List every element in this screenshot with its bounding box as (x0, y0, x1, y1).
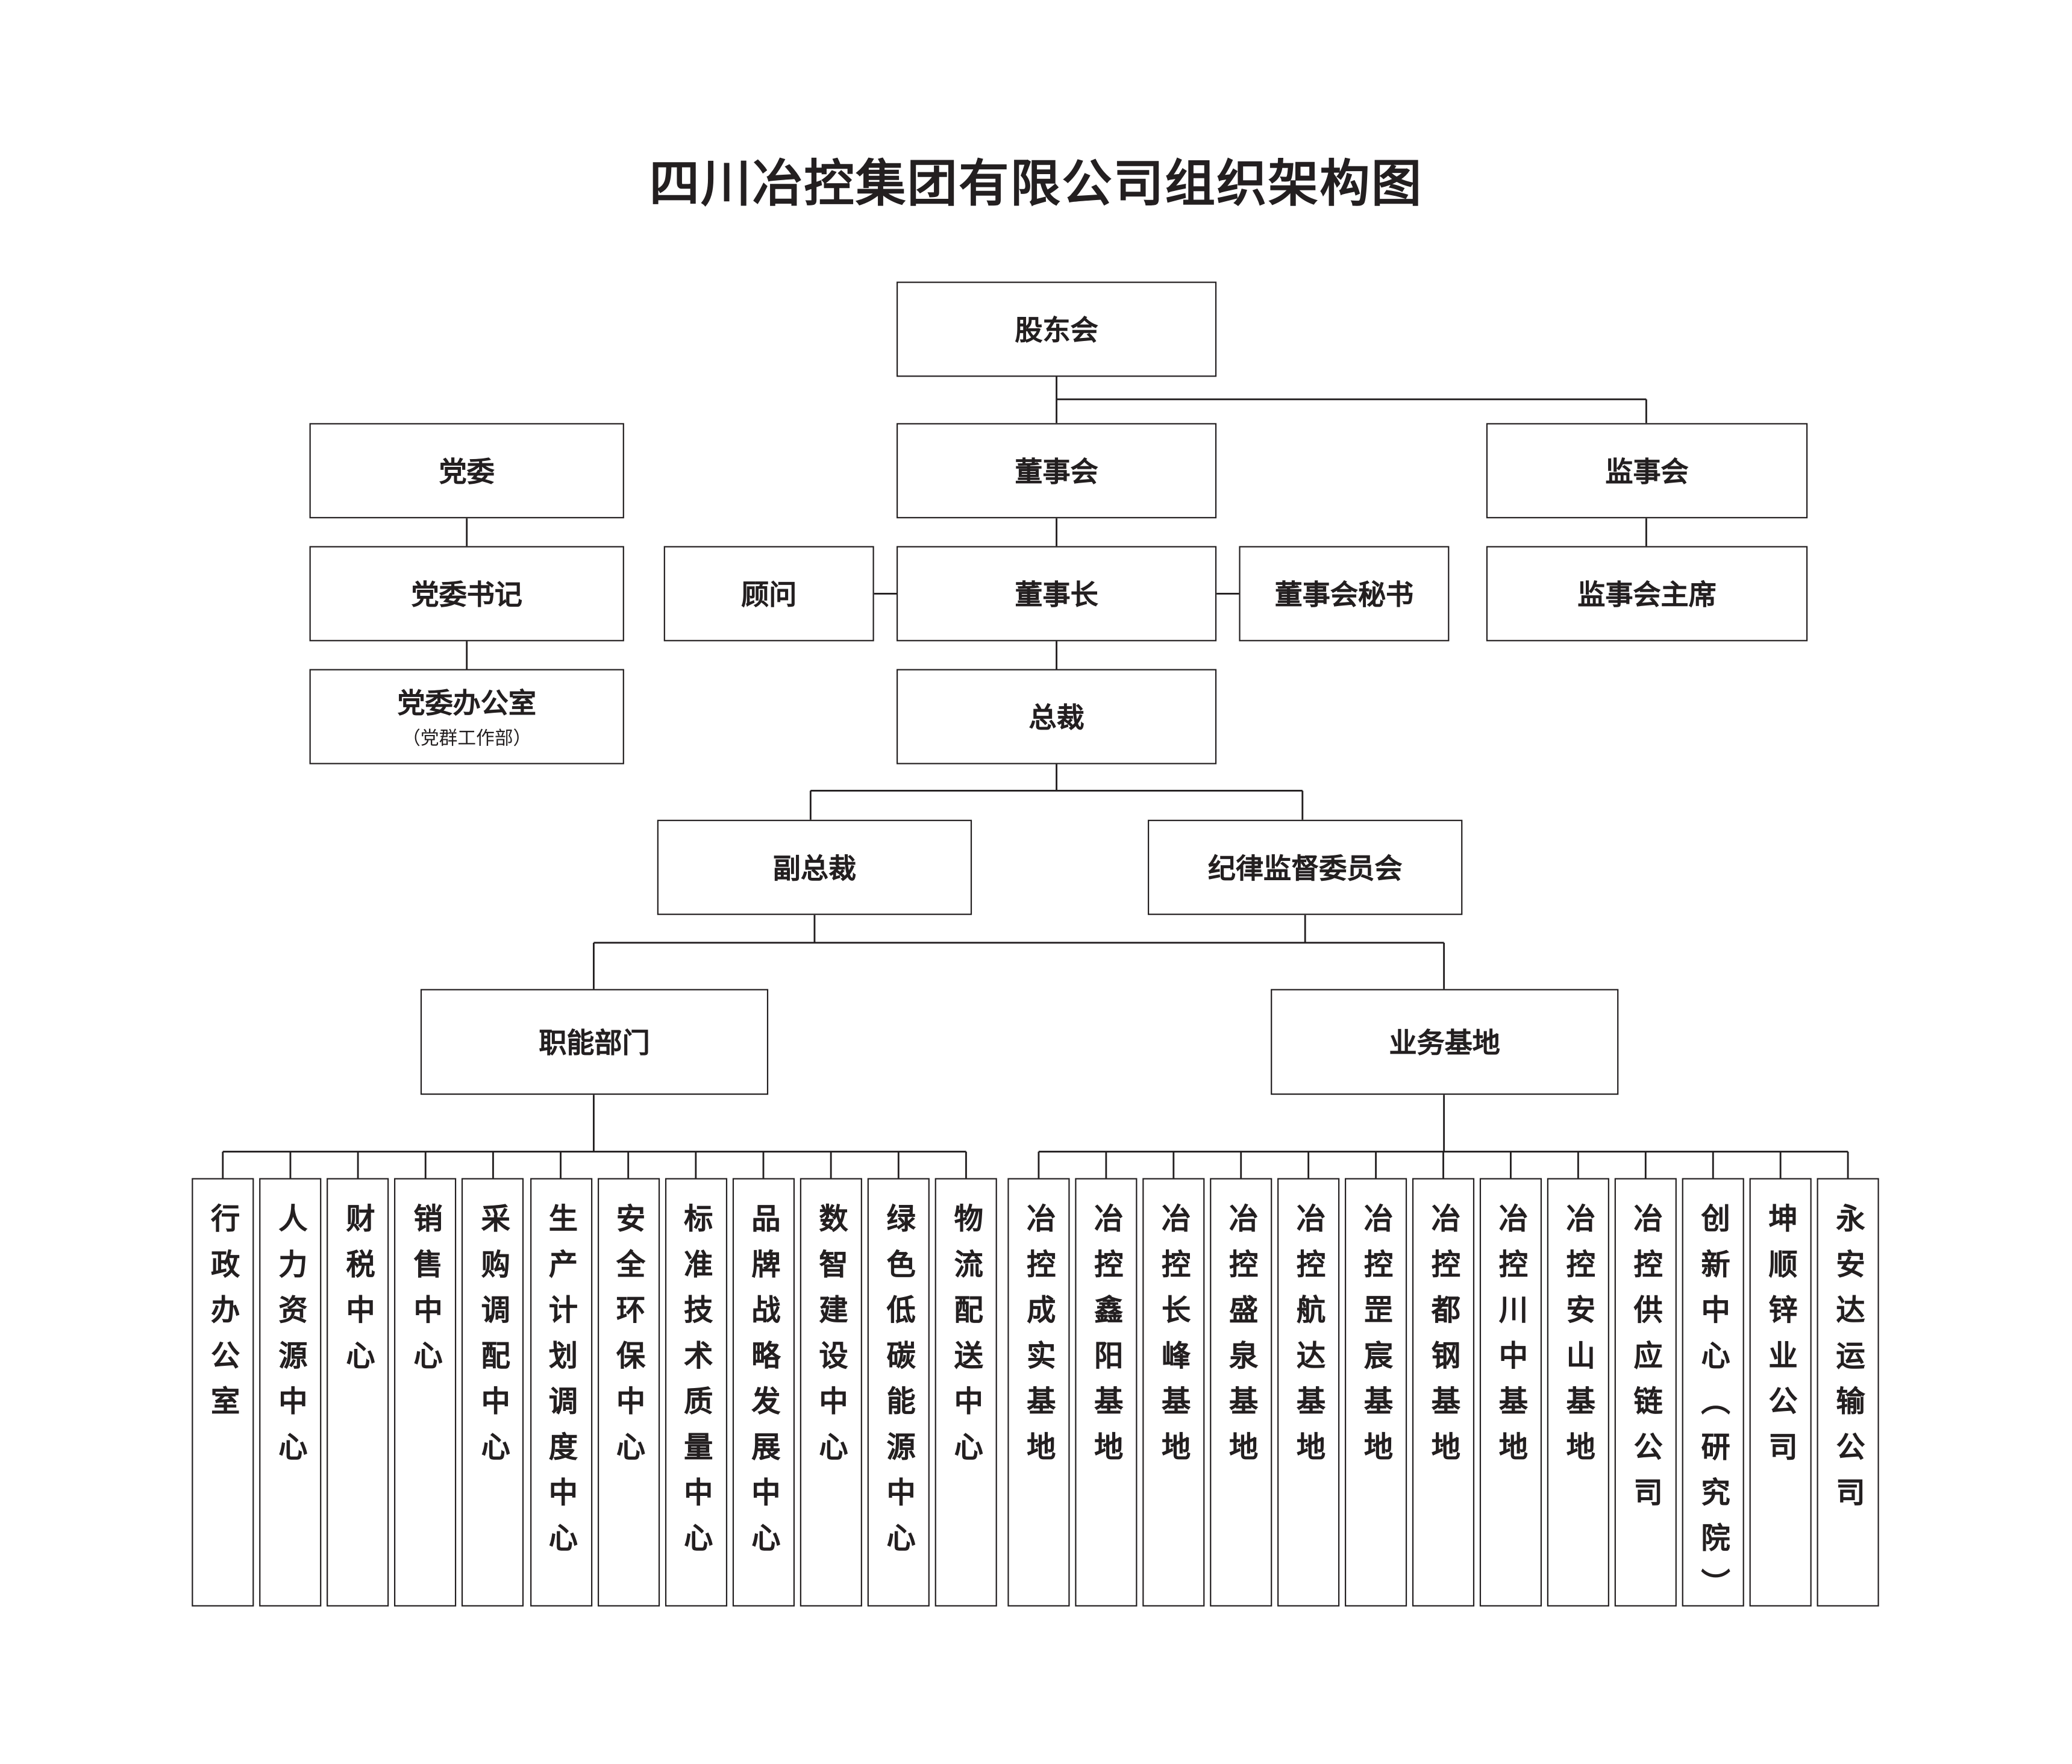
node-label: 董事会秘书 (1274, 578, 1414, 611)
functional-unit-box: 财税中心 (327, 1178, 389, 1607)
node-label: 总裁 (1028, 701, 1085, 734)
node-label: 董事长 (1015, 578, 1098, 611)
unit-label: 冶控罡宸基地 (1359, 1203, 1394, 1477)
node-sublabel: （党群工作部） (402, 728, 532, 750)
business-unit-box: 冶控盛泉基地 (1210, 1178, 1272, 1607)
unit-label: 冶控都钢基地 (1426, 1203, 1461, 1477)
business-unit-box: 冶控成实基地 (1007, 1178, 1070, 1607)
functional-unit-box: 标准技术质量中心 (665, 1178, 727, 1607)
business-unit-box: 冶控鑫阳基地 (1075, 1178, 1138, 1607)
node-party-committee: 党委 (309, 423, 624, 519)
functional-unit-box: 绿色低碳能源中心 (867, 1178, 930, 1607)
unit-label: 财税中心 (340, 1203, 375, 1386)
unit-label: 永安达运输公司 (1830, 1203, 1865, 1523)
unit-label: 冶控航达基地 (1291, 1203, 1326, 1477)
business-unit-box: 坤顺锌业公司 (1749, 1178, 1812, 1607)
node-label: 股东会 (1015, 313, 1098, 347)
functional-unit-box: 行政办公室 (192, 1178, 254, 1607)
business-unit-box: 冶控航达基地 (1277, 1178, 1340, 1607)
node-chairman: 董事长 (897, 546, 1217, 642)
functional-unit-box: 安全环保中心 (597, 1178, 660, 1607)
unit-label: 绿色低碳能源中心 (881, 1203, 916, 1568)
page-title: 四川冶控集团有限公司组织架构图 (649, 153, 1423, 213)
unit-label: 人力资源中心 (273, 1203, 308, 1477)
node-label: 监事会主席 (1577, 578, 1717, 611)
unit-label: 坤顺锌业公司 (1763, 1203, 1798, 1477)
node-discipline-committee: 纪律监督委员会 (1147, 819, 1463, 915)
node-supervisory-chairman: 监事会主席 (1486, 546, 1808, 642)
node-label: 董事会 (1015, 454, 1098, 488)
unit-label: 采购调配中心 (475, 1203, 510, 1477)
functional-unit-box: 数智建设中心 (800, 1178, 862, 1607)
node-label: 党委书记 (411, 578, 522, 611)
node-label: 党委 (439, 454, 495, 488)
functional-unit-box: 物流配送中心 (934, 1178, 998, 1607)
unit-label: 数智建设中心 (813, 1203, 848, 1477)
unit-label: 安全环保中心 (611, 1203, 646, 1477)
node-president: 总裁 (897, 669, 1217, 765)
unit-label: 冶控长峰基地 (1156, 1203, 1191, 1477)
business-unit-box: 永安达运输公司 (1817, 1178, 1879, 1607)
node-vice-president: 副总裁 (657, 819, 972, 915)
business-unit-box: 冶控罡宸基地 (1345, 1178, 1407, 1607)
node-supervisory-board: 监事会 (1486, 423, 1808, 519)
unit-label: 销售中心 (408, 1203, 443, 1386)
node-functional-depts: 职能部门 (420, 989, 769, 1095)
functional-unit-box: 销售中心 (394, 1178, 457, 1607)
business-unit-box: 冶控安山基地 (1547, 1178, 1609, 1607)
unit-label: 冶控安山基地 (1560, 1203, 1595, 1477)
unit-label: 冶控成实基地 (1021, 1203, 1056, 1477)
business-unit-box: 创新中心（研究院） (1682, 1178, 1744, 1614)
node-party-office: 党委办公室 （党群工作部） (309, 669, 624, 765)
node-party-secretary: 党委书记 (309, 546, 624, 642)
functional-unit-box: 生产计划调度中心 (529, 1178, 592, 1607)
node-board-secretary: 董事会秘书 (1239, 546, 1450, 642)
node-advisor: 顾问 (663, 546, 874, 642)
unit-label: 冶控川中基地 (1493, 1203, 1528, 1477)
unit-label: 生产计划调度中心 (543, 1203, 578, 1568)
node-label: 副总裁 (772, 851, 857, 885)
node-label: 顾问 (741, 578, 797, 611)
functional-unit-box: 采购调配中心 (462, 1178, 524, 1607)
business-unit-box: 冶控供应链公司 (1614, 1178, 1677, 1607)
node-label: 业务基地 (1389, 1026, 1500, 1059)
business-unit-box: 冶控川中基地 (1479, 1178, 1542, 1607)
node-board: 董事会 (897, 423, 1217, 519)
node-label: 监事会 (1605, 454, 1689, 488)
business-unit-box: 冶控长峰基地 (1142, 1178, 1205, 1607)
node-business-bases: 业务基地 (1271, 989, 1619, 1095)
unit-label: 物流配送中心 (948, 1203, 983, 1477)
node-label: 纪律监督委员会 (1207, 851, 1403, 885)
unit-label: 品牌战略发展中心 (746, 1203, 781, 1568)
unit-label: 创新中心（研究院） (1695, 1203, 1730, 1614)
node-label: 党委办公室 (397, 686, 536, 719)
node-label: 职能部门 (539, 1026, 650, 1059)
unit-label: 标准技术质量中心 (678, 1203, 713, 1568)
unit-label: 冶控盛泉基地 (1224, 1203, 1259, 1477)
unit-label: 冶控供应链公司 (1628, 1203, 1663, 1523)
unit-label: 行政办公室 (205, 1203, 240, 1431)
functional-unit-box: 人力资源中心 (259, 1178, 322, 1607)
unit-label: 冶控鑫阳基地 (1089, 1203, 1124, 1477)
functional-unit-box: 品牌战略发展中心 (732, 1178, 795, 1607)
business-unit-box: 冶控都钢基地 (1412, 1178, 1475, 1607)
node-shareholders: 股东会 (897, 281, 1217, 377)
